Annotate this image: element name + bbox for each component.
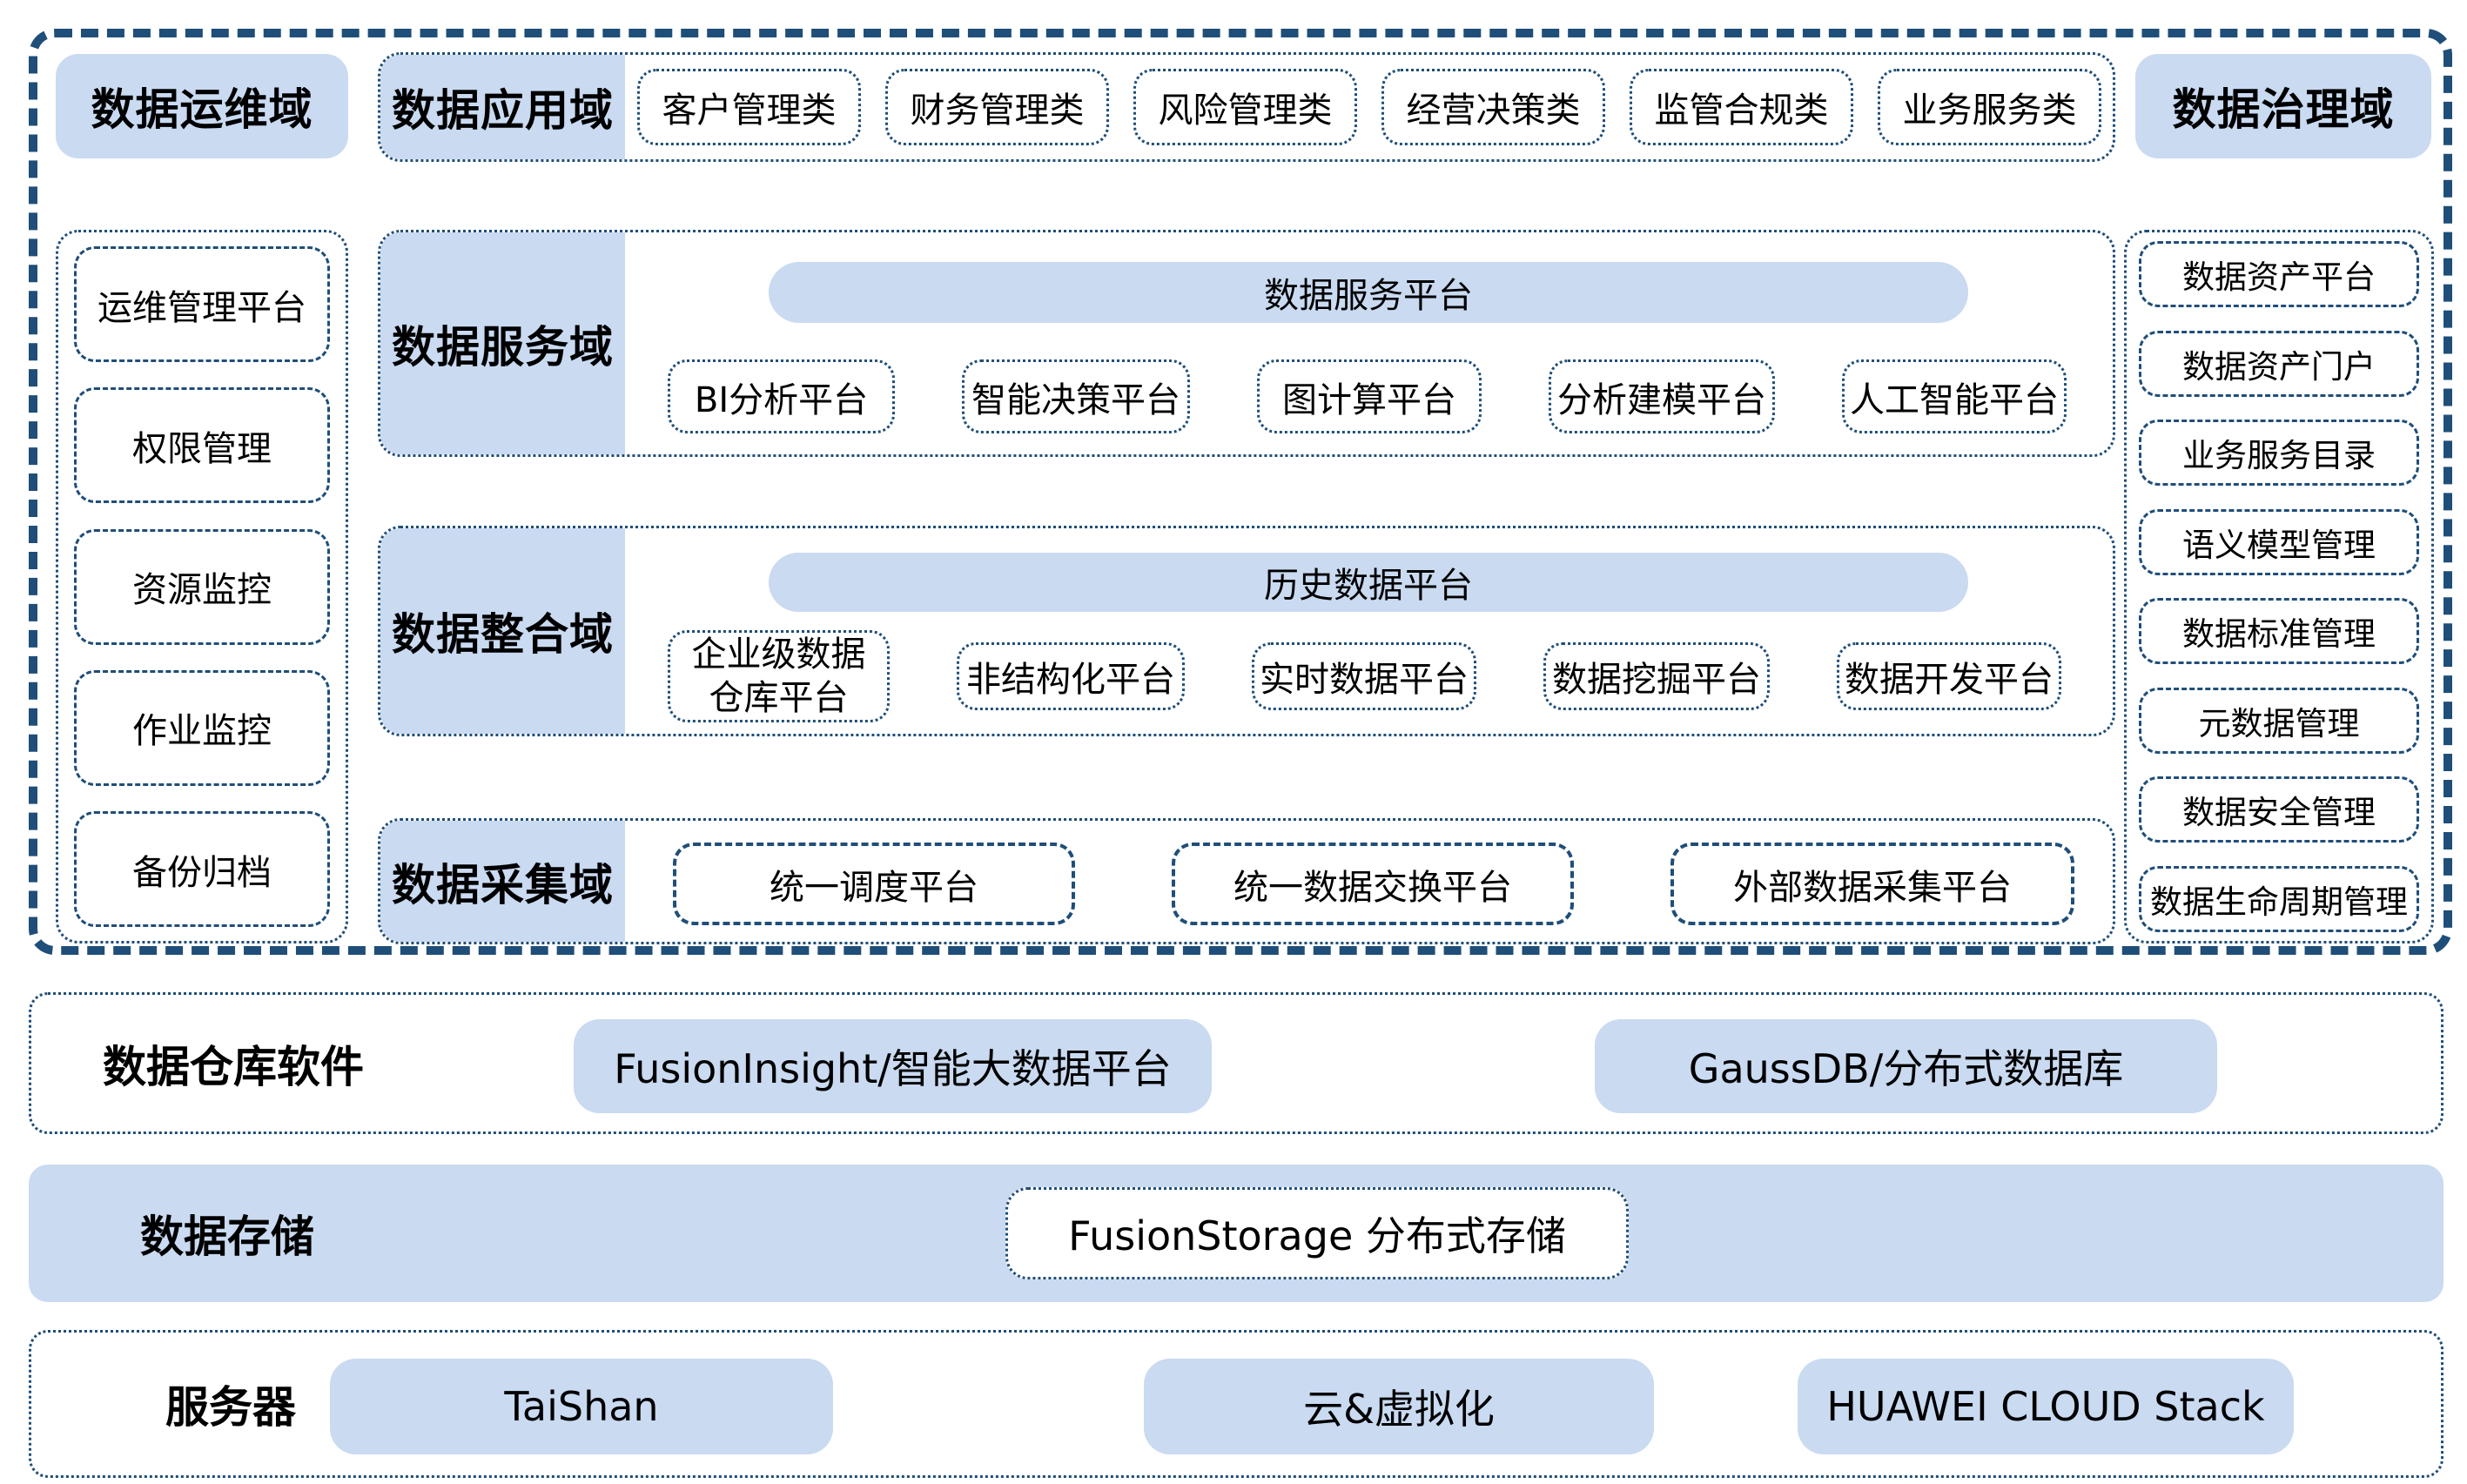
- governance-tool-box: 业务服务目录: [2139, 420, 2419, 487]
- collection-platform-boxes: 统一调度平台 统一数据交换平台 外部数据采集平台: [673, 843, 2074, 925]
- governance-tool-box: 数据标准管理: [2139, 598, 2419, 665]
- collection-domain-title: 数据采集域: [380, 821, 625, 942]
- cloud-virtualization-box: 云&虚拟化: [1144, 1359, 1654, 1454]
- integration-platform-box: 企业级数据仓库平台: [668, 630, 890, 722]
- history-data-banner: 历史数据平台: [769, 553, 1968, 612]
- ops-tools-column: 运维管理平台 权限管理 资源监控 作业监控 备份归档: [56, 230, 348, 943]
- app-category-box: 财务管理类: [885, 69, 1109, 145]
- service-platform-box: 智能决策平台: [962, 359, 1190, 433]
- server-row-title: 服务器: [165, 1382, 296, 1433]
- app-domain-items: 客户管理类 财务管理类 风险管理类 经营决策类 监管合规类 业务服务类: [637, 55, 2101, 159]
- collection-domain-row: 数据采集域 统一调度平台 统一数据交换平台 外部数据采集平台: [378, 818, 2115, 944]
- integration-platform-boxes: 企业级数据仓库平台 非结构化平台 实时数据平台 数据挖掘平台 数据开发平台: [668, 626, 2061, 727]
- integration-domain-title: 数据整合域: [380, 528, 625, 734]
- collection-platform-box: 外部数据采集平台: [1670, 843, 2074, 925]
- ops-domain-title: 数据运维域: [56, 54, 348, 158]
- core-platform-region-border: [29, 29, 2452, 955]
- app-category-box: 客户管理类: [637, 69, 861, 145]
- server-row: 服务器 TaiShan 云&虚拟化 HUAWEI CLOUD Stack: [29, 1330, 2443, 1478]
- governance-tools-column: 数据资产平台 数据资产门户 业务服务目录 语义模型管理 数据标准管理 元数据管理…: [2124, 230, 2434, 943]
- warehouse-row-title: 数据仓库软件: [103, 1041, 364, 1092]
- service-platform-box: 分析建模平台: [1549, 359, 1775, 433]
- governance-tool-box: 元数据管理: [2139, 687, 2419, 754]
- app-category-box: 业务服务类: [1878, 69, 2101, 145]
- service-platform-banner: 数据服务平台: [769, 262, 1968, 323]
- storage-row-title: 数据存储: [140, 1212, 314, 1262]
- integration-platform-box: 数据挖掘平台: [1543, 642, 1770, 710]
- service-domain-title: 数据服务域: [380, 232, 625, 454]
- governance-tool-box: 数据安全管理: [2139, 776, 2419, 843]
- integration-platform-box: 实时数据平台: [1252, 642, 1476, 710]
- storage-row: 数据存储 FusionStorage 分布式存储: [29, 1165, 2443, 1302]
- service-domain-row: 数据服务域 数据服务平台 BI分析平台 智能决策平台 图计算平台 分析建模平台 …: [378, 230, 2115, 457]
- app-category-box: 风险管理类: [1133, 69, 1357, 145]
- ops-tool-box: 运维管理平台: [74, 246, 330, 362]
- warehouse-software-row: 数据仓库软件 FusionInsight/智能大数据平台 GaussDB/分布式…: [29, 992, 2443, 1134]
- governance-tool-box: 数据资产平台: [2139, 241, 2419, 307]
- gaussdb-box: GaussDB/分布式数据库: [1595, 1019, 2217, 1113]
- app-domain-title: 数据应用域: [380, 55, 625, 159]
- collection-platform-box: 统一数据交换平台: [1172, 843, 1574, 925]
- service-platform-box: BI分析平台: [668, 359, 895, 433]
- ops-tool-box: 资源监控: [74, 528, 330, 645]
- app-category-box: 监管合规类: [1630, 69, 1853, 145]
- ops-tool-box: 备份归档: [74, 811, 330, 927]
- ops-tool-box: 作业监控: [74, 669, 330, 786]
- huawei-cloud-stack-box: HUAWEI CLOUD Stack: [1798, 1359, 2294, 1454]
- governance-tool-box: 数据生命周期管理: [2139, 865, 2419, 932]
- app-category-box: 经营决策类: [1381, 69, 1605, 145]
- fusioninsight-box: FusionInsight/智能大数据平台: [574, 1019, 1212, 1113]
- service-platform-box: 图计算平台: [1257, 359, 1482, 433]
- taishan-box: TaiShan: [330, 1359, 833, 1454]
- fusionstorage-box: FusionStorage 分布式存储: [1005, 1187, 1629, 1279]
- integration-platform-box: 数据开发平台: [1837, 642, 2061, 710]
- service-platform-box: 人工智能平台: [1842, 359, 2067, 433]
- integration-domain-row: 数据整合域 历史数据平台 企业级数据仓库平台 非结构化平台 实时数据平台 数据挖…: [378, 526, 2115, 736]
- governance-tool-box: 语义模型管理: [2139, 508, 2419, 575]
- service-platform-boxes: BI分析平台 智能决策平台 图计算平台 分析建模平台 人工智能平台: [668, 359, 2067, 433]
- collection-platform-box: 统一调度平台: [673, 843, 1075, 925]
- governance-domain-title: 数据治理域: [2135, 54, 2431, 158]
- ops-tool-box: 权限管理: [74, 387, 330, 504]
- integration-platform-box: 非结构化平台: [957, 642, 1185, 710]
- app-domain-container: 数据应用域 客户管理类 财务管理类 风险管理类 经营决策类 监管合规类 业务服务…: [378, 52, 2115, 162]
- governance-tool-box: 数据资产门户: [2139, 330, 2419, 397]
